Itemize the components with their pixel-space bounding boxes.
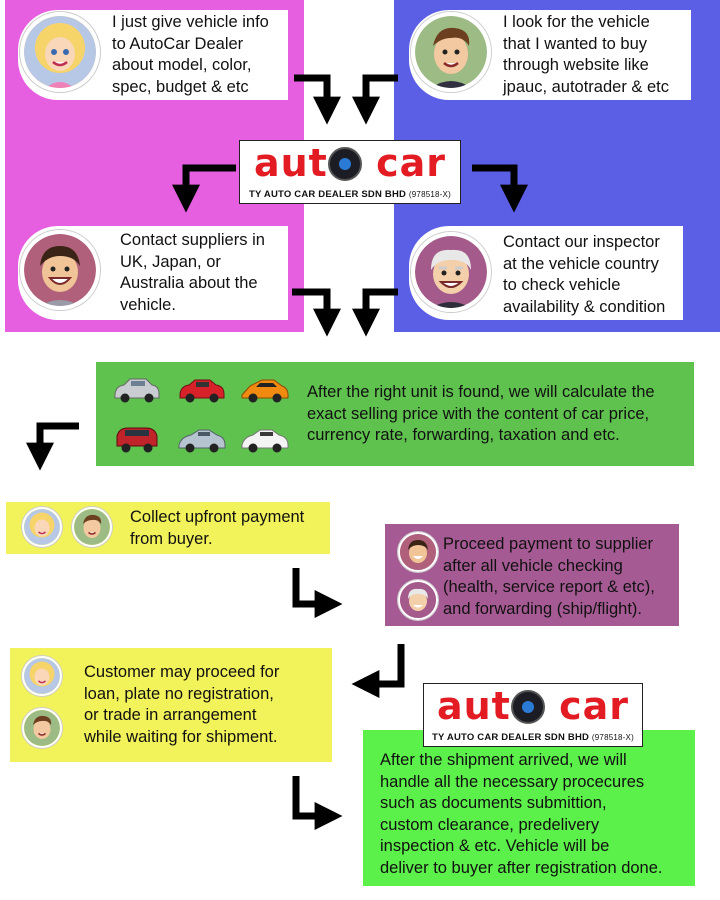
smiling-man-small-avatar: [398, 532, 438, 572]
buyer-search-text: I look for the vehicle that I wanted to …: [503, 13, 670, 96]
young-man-small-icon: [24, 710, 60, 746]
blonde-woman-icon: [24, 16, 96, 88]
speedometer-icon: [510, 690, 545, 724]
arrow-to-proceed: [292, 568, 343, 618]
elderly-man-small-icon: [400, 582, 436, 618]
step-calculate-price: [96, 362, 694, 466]
step-shipment-arrived: [363, 730, 695, 886]
arrow-logo-left: [172, 164, 236, 213]
young-man-small-avatar-2: [22, 708, 62, 748]
proceed-payment-text: Proceed payment to supplier after all ve…: [443, 535, 655, 618]
autocar-logo: aut car TY AUTO CAR DEALER SDN BHD (9785…: [239, 140, 461, 204]
blonde-woman-small-avatar: [22, 507, 62, 547]
blonde-woman-small-avatar-2: [22, 656, 62, 696]
autocar-logo-2: aut car TY AUTO CAR DEALER SDN BHD (9785…: [423, 683, 643, 747]
contact-inspector-text: Contact our inspector at the vehicle cou…: [503, 233, 666, 316]
young-man-small-icon: [74, 509, 110, 545]
red-mini-icon: [112, 420, 162, 456]
logo-wordmark: aut car: [253, 141, 447, 185]
arrow-logo-right: [472, 164, 528, 213]
silver-sedan-icon: [112, 370, 162, 406]
orange-supercar-icon: [240, 370, 290, 406]
arrow-mid-left: [292, 288, 341, 337]
calculate-price-text: After the right unit is found, we will c…: [307, 383, 655, 444]
smiling-man-small-icon: [400, 534, 436, 570]
step-customer-loan: [10, 648, 332, 762]
customer-loan-text: Customer may proceed for loan, plate no …: [84, 663, 280, 746]
shipment-arrived-text: After the shipment arrived, we will hand…: [380, 751, 663, 877]
arrow-top-right: [352, 74, 398, 125]
collect-payment-text: Collect upfront payment from buyer.: [130, 508, 305, 548]
contact-suppliers-text: Contact suppliers in UK, Japan, or Austr…: [120, 231, 265, 314]
blonde-woman-avatar: [20, 12, 100, 92]
silver-sports-car-icon: [177, 420, 227, 456]
elderly-man-icon: [415, 236, 487, 308]
speedometer-icon: [327, 147, 362, 181]
young-man-small-avatar: [72, 507, 112, 547]
logo-company: TY AUTO CAR DEALER SDN BHD (978518-X): [432, 732, 634, 743]
blonde-woman-small-icon: [24, 509, 60, 545]
smiling-man-icon: [24, 234, 96, 306]
arrow-mid-right: [352, 288, 398, 337]
elderly-man-small-avatar: [398, 580, 438, 620]
arrow-to-shipment: [292, 776, 343, 830]
arrow-to-collect: [26, 422, 79, 471]
young-man-avatar: [411, 12, 491, 92]
red-muscle-car-icon: [177, 370, 227, 406]
smiling-man-avatar: [20, 230, 100, 310]
elderly-man-avatar: [411, 232, 491, 312]
buyer-info-text: I just give vehicle info to AutoCar Deal…: [112, 13, 269, 96]
arrow-top-left: [294, 74, 341, 125]
arrow-to-loan: [351, 644, 405, 698]
white-coupe-icon: [240, 420, 290, 456]
young-man-icon: [415, 16, 487, 88]
logo-wordmark: aut car: [436, 684, 630, 728]
blonde-woman-small-icon: [24, 658, 60, 694]
logo-company: TY AUTO CAR DEALER SDN BHD (978518-X): [249, 189, 451, 200]
